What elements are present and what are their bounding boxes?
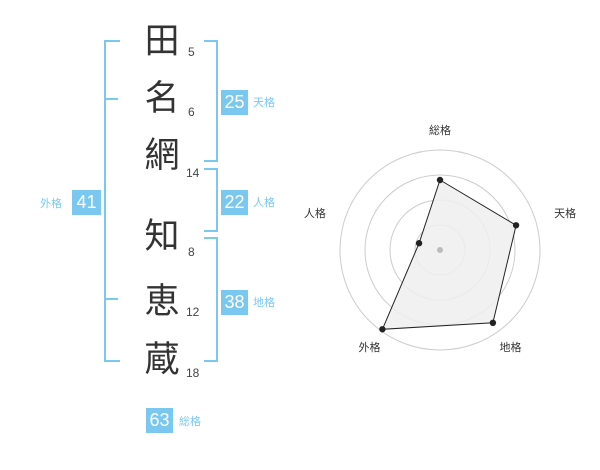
radar-area [381, 179, 517, 330]
tenkaku-badge: 25 [221, 90, 248, 115]
chikaku-badge: 38 [221, 290, 248, 315]
gaikaku-divider-top [104, 98, 118, 100]
radar-point-3 [379, 326, 386, 333]
kanji-char-6: 蔵 [144, 340, 180, 380]
radar-ring-4 [339, 149, 541, 351]
kanji-char-3: 網 [144, 136, 180, 176]
tenkaku-label: 天格 [253, 96, 275, 109]
stroke-count-5: 12 [186, 305, 200, 319]
radar-point-4 [415, 240, 423, 247]
tenkaku-bracket [204, 40, 218, 162]
stroke-count-1: 5 [188, 45, 195, 59]
radar-axis-label-gaikaku: 外格 [359, 340, 381, 354]
gaikaku-bracket [104, 40, 120, 362]
soukaku-label: 総格 [179, 415, 201, 428]
radar-point-1 [512, 222, 520, 229]
kanji-char-1: 田 [144, 22, 180, 62]
radar-points [379, 176, 520, 333]
stroke-count-2: 6 [188, 105, 195, 119]
radar-chart: 総格 天格 地格 外格 人格 [304, 123, 576, 354]
gaikaku-label: 外格 [40, 197, 62, 210]
soukaku-badge: 63 [146, 408, 173, 433]
radar-point-2 [489, 319, 497, 327]
gaikaku-divider-bottom [104, 298, 118, 300]
kanji-char-5: 恵 [144, 282, 180, 322]
jinkaku-label: 人格 [253, 196, 275, 209]
radar-axis-label-tenkaku: 天格 [554, 206, 576, 220]
chikaku-bracket [204, 237, 218, 362]
radar-point-0 [436, 176, 444, 184]
radar-axis-label-soukaku: 総格 [429, 123, 451, 137]
jinkaku-bracket [204, 168, 218, 232]
chikaku-label: 地格 [253, 296, 275, 309]
jinkaku-badge: 22 [221, 190, 248, 215]
radar-center-dot [437, 247, 443, 253]
stroke-count-6: 18 [186, 366, 200, 380]
kanji-char-4: 知 [144, 217, 180, 257]
kanji-char-2: 名 [144, 79, 180, 119]
radar-axis-label-chikaku: 地格 [500, 340, 522, 354]
radar-axis-label-jinkaku: 人格 [304, 206, 326, 220]
stroke-count-3: 14 [186, 166, 200, 180]
gaikaku-badge: 41 [72, 190, 101, 215]
stroke-count-4: 8 [188, 245, 195, 259]
